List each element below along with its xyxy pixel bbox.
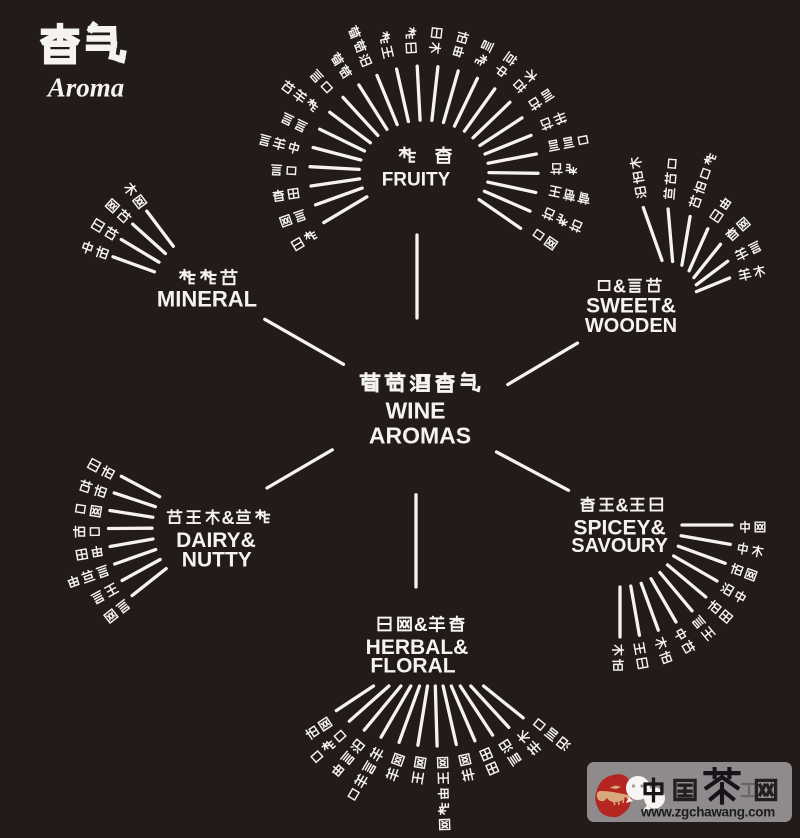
svg-text:&: & [221, 508, 234, 528]
svg-text:MINERAL: MINERAL [157, 286, 257, 311]
svg-text:&: & [615, 495, 628, 515]
svg-text:SAVOURY: SAVOURY [571, 535, 668, 557]
svg-text:WINE: WINE [385, 397, 445, 423]
svg-text:FRUITY: FRUITY [382, 169, 451, 190]
svg-text:WOODEN: WOODEN [585, 315, 677, 337]
svg-text:AROMAS: AROMAS [369, 422, 471, 448]
svg-text:NUTTY: NUTTY [182, 549, 252, 572]
svg-text:www.zgchawang.com: www.zgchawang.com [640, 805, 775, 820]
svg-text:FLORAL: FLORAL [370, 655, 455, 678]
svg-text:SWEET&: SWEET& [586, 295, 676, 318]
svg-text:Aroma: Aroma [46, 73, 125, 103]
svg-text:&: & [613, 276, 626, 296]
svg-text:&: & [414, 615, 428, 636]
